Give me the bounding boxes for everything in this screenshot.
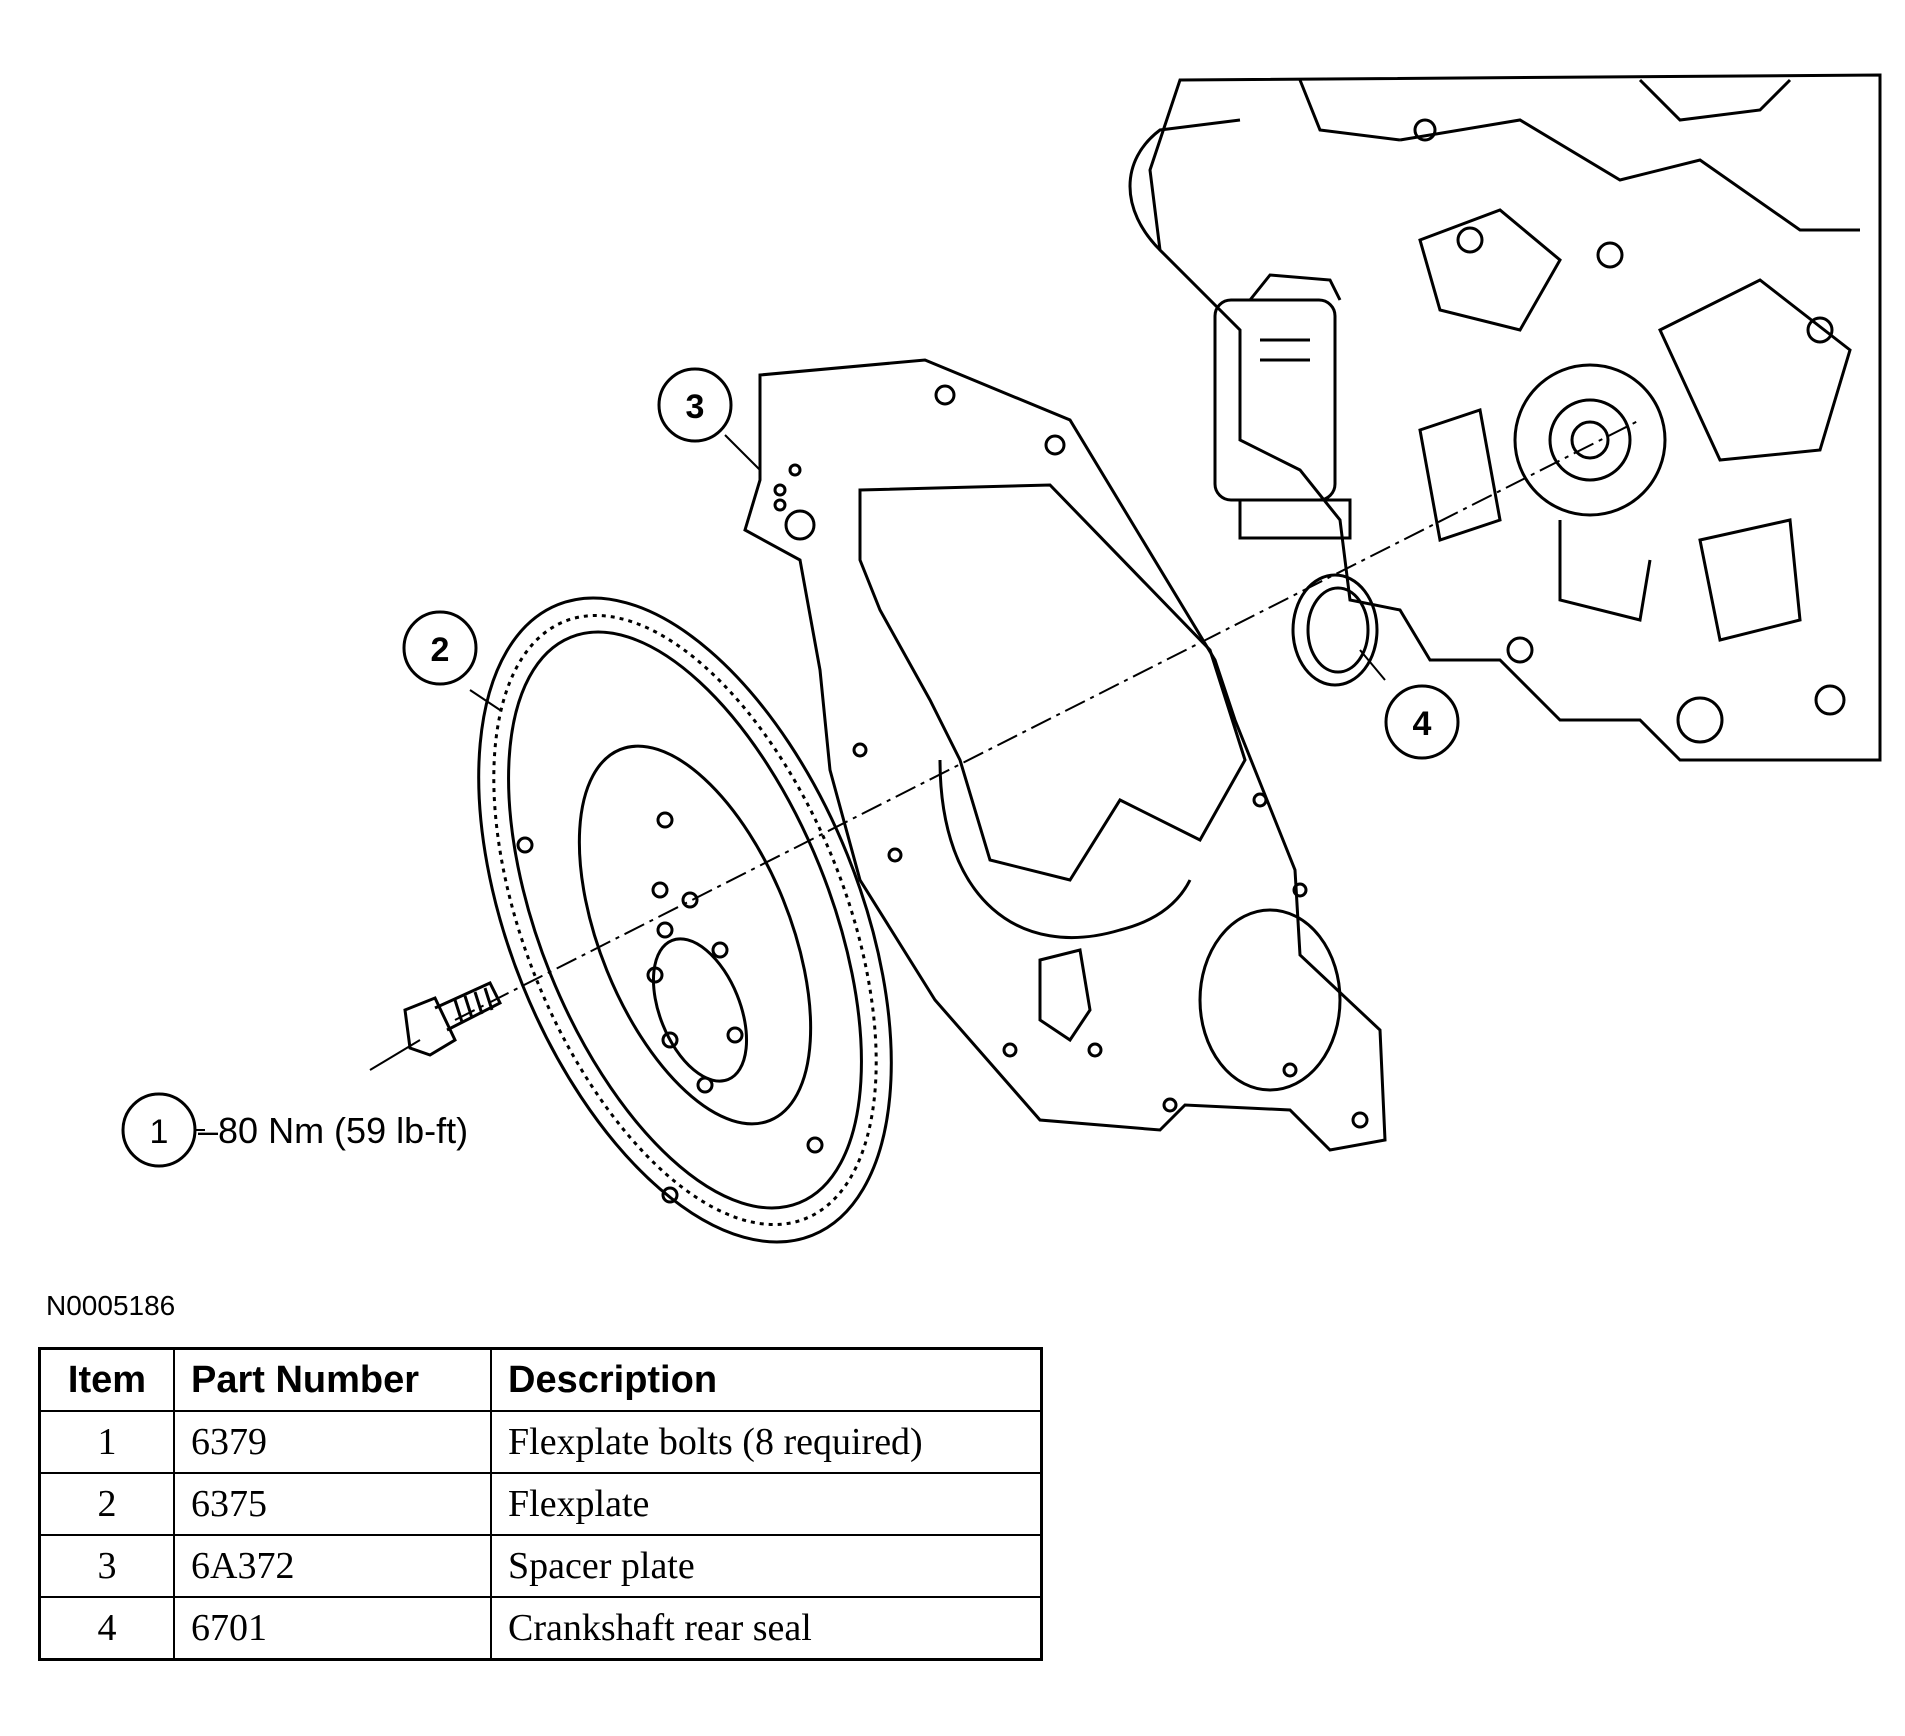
cell-description: Flexplate bolts (8 required) (490, 1410, 1043, 1474)
engine-block-illustration (1128, 73, 1882, 762)
crankshaft-rear-seal-illustration (1291, 573, 1379, 687)
cell-part-number: 6A372 (173, 1534, 492, 1598)
exploded-view-diagram: 3 2 4 1 –80 Nm (59 lb-ft) (121, 73, 1882, 1244)
callout-1: 1 (121, 1092, 197, 1168)
cell-item: 2 (38, 1472, 175, 1536)
svg-text:3: 3 (686, 388, 705, 426)
svg-text:2: 2 (431, 631, 450, 669)
callout-3: 3 (657, 367, 733, 443)
cell-part-number: 6379 (173, 1410, 492, 1474)
table-row: 2 6375 Flexplate (38, 1472, 1043, 1536)
table-row: 1 6379 Flexplate bolts (8 required) (38, 1410, 1043, 1474)
cell-description: Crankshaft rear seal (490, 1596, 1043, 1661)
cell-part-number: 6375 (173, 1472, 492, 1536)
callout-4: 4 (1384, 684, 1460, 760)
header-description: Description (490, 1347, 1043, 1412)
callout-2: 2 (402, 610, 478, 686)
figure-id: N0005186 (46, 1290, 176, 1321)
cell-description: Spacer plate (490, 1534, 1043, 1598)
table-row: 3 6A372 Spacer plate (38, 1534, 1043, 1598)
parts-table: Item Part Number Description 1 6379 Flex… (38, 1347, 1043, 1661)
header-part-number: Part Number (173, 1347, 492, 1412)
cell-item: 4 (38, 1596, 175, 1661)
parts-table-header-row: Item Part Number Description (38, 1347, 1043, 1412)
svg-text:1: 1 (150, 1113, 169, 1151)
spacer-plate-illustration (743, 358, 1387, 1152)
cell-item: 3 (38, 1534, 175, 1598)
cell-item: 1 (38, 1410, 175, 1474)
torque-spec: –80 Nm (59 lb-ft) (198, 1110, 468, 1151)
cell-part-number: 6701 (173, 1596, 492, 1661)
table-row: 4 6701 Crankshaft rear seal (38, 1596, 1043, 1661)
flexplate-illustration (477, 596, 893, 1244)
svg-text:4: 4 (1413, 705, 1432, 743)
assembly-centerline (454, 419, 1641, 1021)
flexplate-bolt-illustration (403, 981, 503, 1057)
leader-lines (190, 434, 1386, 1131)
cell-description: Flexplate (490, 1472, 1043, 1536)
header-item: Item (38, 1347, 175, 1412)
